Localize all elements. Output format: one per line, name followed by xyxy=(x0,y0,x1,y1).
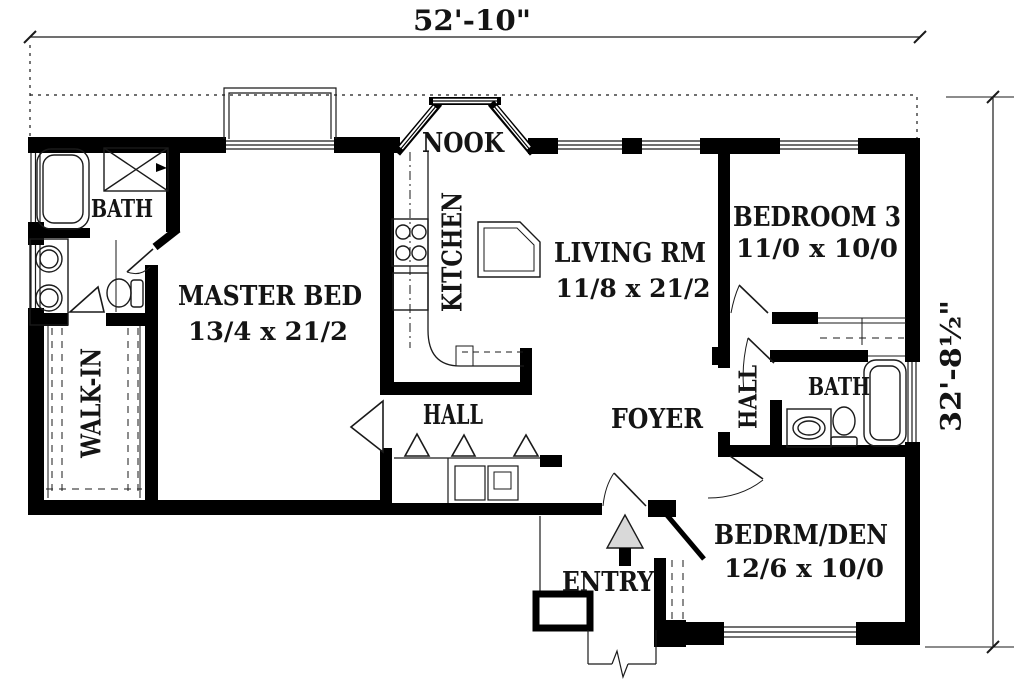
room-label-hall: HALL xyxy=(423,400,483,431)
window xyxy=(907,362,917,442)
master-bath-door-arc xyxy=(126,266,151,275)
walk-in-door xyxy=(67,285,106,313)
window xyxy=(558,140,622,150)
bedrm-den-door xyxy=(729,455,764,480)
stove xyxy=(391,218,429,267)
hall-closet-bifold xyxy=(450,433,477,457)
sink-inner xyxy=(797,420,821,436)
sink xyxy=(35,245,63,273)
window xyxy=(724,626,856,638)
room-label-foyer: FOYER xyxy=(611,404,703,435)
window-bay-box xyxy=(223,87,337,139)
burner xyxy=(411,245,427,261)
burner xyxy=(411,224,427,240)
sink-inner xyxy=(39,288,59,308)
porch-pillar xyxy=(532,590,594,632)
room-label-living: LIVING RM xyxy=(554,238,706,269)
room-label-master-bed: MASTER BED xyxy=(178,281,362,312)
dimension-tick xyxy=(23,30,927,44)
hall-closet-front xyxy=(394,457,540,503)
bedroom3-door-arc xyxy=(730,285,740,314)
dryer xyxy=(487,465,519,501)
entry-arrow-stem xyxy=(619,548,631,566)
bathtub xyxy=(863,359,907,447)
dimension-height-label: 32'-8½" xyxy=(935,300,968,432)
bathtub xyxy=(36,148,90,230)
step-break-line xyxy=(611,648,629,680)
closet-shelf-line xyxy=(47,326,141,498)
windows xyxy=(30,87,917,638)
window xyxy=(30,153,41,222)
porch-steps xyxy=(587,630,657,665)
master-bath-door xyxy=(126,248,154,273)
exterior-walls xyxy=(28,137,920,647)
bedrm-den-door-arc xyxy=(707,479,764,499)
vanity-counter xyxy=(786,408,832,448)
roof-outline-dotted xyxy=(29,45,918,140)
toilet-tank xyxy=(130,279,144,308)
room-label-nook: NOOK xyxy=(422,128,505,159)
hall-closet-bifold xyxy=(403,432,431,457)
bathtub-inner xyxy=(869,365,901,441)
toilet xyxy=(106,278,132,308)
fireplace-inner xyxy=(483,227,535,272)
den-closet-dashed xyxy=(671,560,684,620)
closet-rod-dashed xyxy=(46,328,142,496)
room-labels: 52'-10" 32'-8½" NOOK BATH MASTER BED 13/… xyxy=(77,4,968,598)
room-label-bath2: BATH xyxy=(808,372,870,401)
toilet-base xyxy=(830,436,858,447)
shower-head xyxy=(156,163,167,172)
den-closet-door xyxy=(664,512,706,561)
sink xyxy=(792,416,826,440)
dryer-door xyxy=(493,471,512,490)
room-label-kitchen: KITCHEN xyxy=(438,192,469,312)
fixtures xyxy=(29,147,907,680)
master-bed-door xyxy=(349,399,384,454)
room-size-master-bed: 13/4 x 21/2 xyxy=(188,317,348,346)
refrigerator xyxy=(392,272,429,311)
doors xyxy=(67,225,775,561)
window xyxy=(642,140,700,150)
bath2-door-arc xyxy=(742,337,749,392)
front-door-arc xyxy=(602,472,615,507)
room-size-bedroom3: 11/0 x 10/0 xyxy=(736,234,898,263)
toilet xyxy=(832,406,856,436)
room-label-entry: ENTRY xyxy=(562,567,655,598)
room-size-bedrm-den: 12/6 x 10/0 xyxy=(724,554,884,583)
sink xyxy=(35,284,63,312)
room-label-hall2: HALL xyxy=(734,365,763,429)
entry-arrow xyxy=(605,513,645,549)
bedroom3-door xyxy=(738,284,769,314)
dimension-annotations xyxy=(23,30,1014,654)
sink-inner xyxy=(39,249,59,269)
window xyxy=(226,140,334,150)
fireplace xyxy=(477,221,541,278)
room-size-living: 11/8 x 21/2 xyxy=(556,274,711,303)
window xyxy=(780,140,858,150)
burner xyxy=(395,224,411,240)
front-door xyxy=(613,472,647,507)
bath2-door xyxy=(747,337,775,364)
bathtub-inner xyxy=(42,154,84,224)
dishwasher xyxy=(455,345,474,367)
shower-x xyxy=(103,147,169,192)
room-label-bedrm-den: BEDRM/DEN xyxy=(714,520,888,551)
shower xyxy=(103,147,169,192)
nook-bay-windows xyxy=(393,97,537,156)
vanity-counter xyxy=(29,238,69,326)
extension-line xyxy=(925,96,1014,648)
washer xyxy=(454,465,486,501)
room-label-master-bath: BATH xyxy=(91,194,153,223)
interior-walls xyxy=(28,150,920,503)
burner xyxy=(395,245,411,261)
room-label-walk-in: WALK-IN xyxy=(77,348,108,459)
master-bath-wall-angled xyxy=(152,225,181,251)
hall-closet-bifold xyxy=(512,433,540,457)
room-label-bedroom3: BEDROOM 3 xyxy=(733,202,901,233)
dimension-width-label: 52'-10" xyxy=(413,4,531,37)
